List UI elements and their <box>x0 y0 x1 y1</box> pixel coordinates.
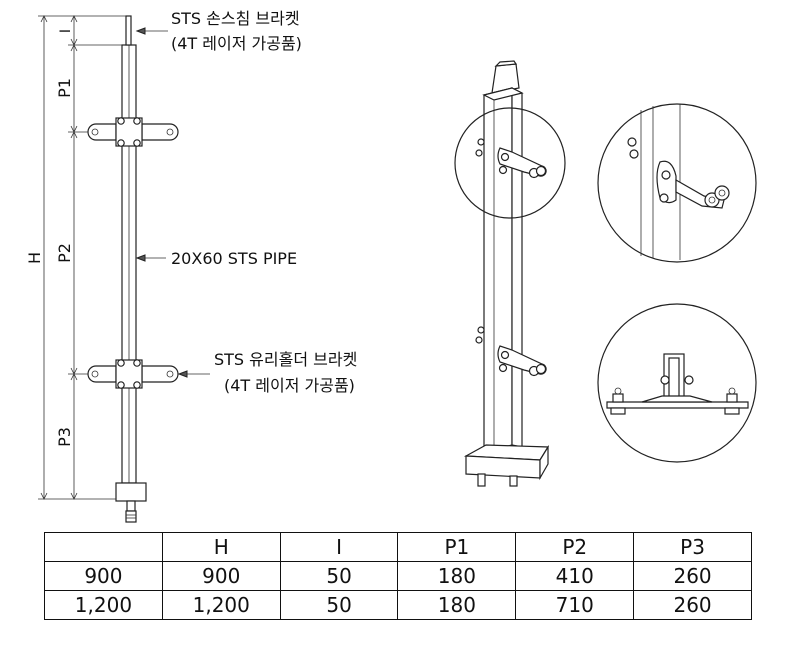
table-cell: 710 <box>515 590 635 620</box>
dim-label-h: H <box>25 252 44 264</box>
table-cell: 260 <box>633 590 752 620</box>
detail-bracket-closeup <box>597 103 757 263</box>
table-header-cell: P2 <box>515 532 635 562</box>
table-header-cell <box>44 532 163 562</box>
table-cell: 180 <box>397 590 517 620</box>
callout-leaders <box>135 27 210 378</box>
dim-label-i: I <box>58 29 74 33</box>
table-cell: 180 <box>397 561 517 591</box>
table-cell: 260 <box>633 561 752 591</box>
post-elevation <box>87 15 179 523</box>
table-header-cell: P3 <box>633 532 752 562</box>
dim-label-p3: P3 <box>55 427 74 447</box>
callout-glass-bracket-line1: STS 유리홀더 브라켓 <box>214 350 357 369</box>
table-cell: 50 <box>279 590 399 620</box>
detail-callout-circle <box>454 107 566 219</box>
table-header-cell: I <box>279 532 399 562</box>
table-cell: 900 <box>161 561 281 591</box>
callout-handrail-bracket-line2: (4T 레이저 가공품) <box>171 34 302 53</box>
table-header-cell: P1 <box>397 532 517 562</box>
dim-label-p2: P2 <box>55 243 74 263</box>
callout-pipe: 20X60 STS PIPE <box>171 249 297 268</box>
detail-glass-holder-closeup <box>597 303 757 463</box>
spec-table: H I P1 P2 P3 900 900 50 180 410 260 1,20… <box>44 532 752 620</box>
table-cell: 1,200 <box>44 590 163 620</box>
table-row: 900 900 50 180 410 260 <box>44 561 752 591</box>
table-cell: 1,200 <box>161 590 281 620</box>
table-cell: 900 <box>44 561 163 591</box>
table-cell: 410 <box>515 561 635 591</box>
table-cell: 50 <box>279 561 399 591</box>
table-header-row: H I P1 P2 P3 <box>44 532 752 562</box>
isometric-post <box>454 60 566 487</box>
handrail-bracket-plate <box>125 15 132 46</box>
glass-holder-bracket-lower <box>87 359 179 389</box>
table-header-cell: H <box>161 532 281 562</box>
dim-label-p1: P1 <box>55 78 74 98</box>
table-row: 1,200 1,200 50 180 710 260 <box>44 590 752 620</box>
dimension-lines <box>38 15 126 500</box>
base-plate <box>115 482 147 502</box>
glass-holder-bracket-upper <box>87 117 179 147</box>
callout-glass-bracket-line2: (4T 레이저 가공품) <box>224 376 355 395</box>
callout-handrail-bracket-line1: STS 손스침 브라켓 <box>171 9 300 28</box>
